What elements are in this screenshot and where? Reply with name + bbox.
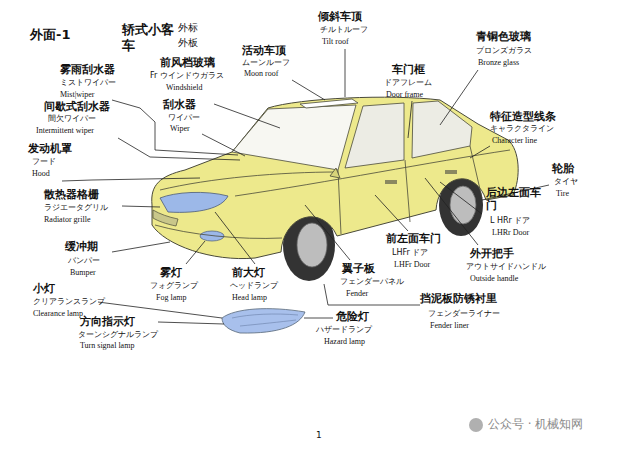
- part-name-en: Outside handle: [470, 274, 518, 284]
- part-name: 散热器格栅: [44, 188, 99, 201]
- part-name-ja: LHFr ドア: [392, 248, 428, 258]
- part-name: 外开把手: [470, 247, 514, 260]
- part-name-ja: フォグランプ: [150, 281, 198, 291]
- part-name: 活动车顶: [242, 44, 286, 57]
- part-name-en: Fender: [346, 289, 368, 299]
- part-name-ja: ミストワイパー: [60, 78, 116, 88]
- part-name: 前大灯: [232, 266, 265, 279]
- part-name-ja: チルトルーフ: [320, 25, 368, 35]
- part-name-en: Moon roof: [244, 69, 278, 79]
- part-name-en: Head lamp: [232, 293, 267, 303]
- rear-window: [412, 101, 472, 158]
- part-name-ja: ヘッドランプ: [230, 281, 278, 291]
- part-name-ja: フェンダーパネル: [340, 277, 404, 287]
- lamp-illustration: [222, 309, 305, 333]
- part-name: 小灯: [33, 282, 55, 295]
- part-name-en: Hood: [32, 169, 50, 179]
- car-body: [152, 97, 518, 258]
- part-name: 倾斜车顶: [318, 10, 362, 23]
- leader-lines: [62, 49, 549, 324]
- part-name-en: Character line: [492, 136, 537, 146]
- part-name: 车门框: [392, 63, 425, 76]
- headlight: [160, 192, 228, 212]
- part-name-ja: ブロンズガラス: [476, 46, 532, 56]
- part-name-ja: ドアフレーム: [384, 78, 432, 88]
- front-window: [345, 103, 404, 168]
- part-name-en: Bumper: [70, 268, 96, 278]
- part-name-en: LHRr Door: [492, 228, 529, 238]
- part-name-ja: タイヤ: [554, 177, 578, 187]
- part-name-en: Turn signal lamp: [80, 341, 134, 351]
- part-name-en: Clearance lamp: [33, 309, 83, 319]
- part-name-en: Tire: [556, 189, 569, 199]
- part-name: 危险灯: [336, 310, 369, 323]
- part-name-en: Fender liner: [430, 321, 469, 331]
- part-name-en: Fog lamp: [156, 293, 186, 303]
- part-name: 间歇式刮水器: [44, 100, 110, 113]
- part-name: 发动机罩: [28, 142, 72, 155]
- lamp-detail: [232, 314, 298, 326]
- part-name-ja: Fr ウインドウガラス: [150, 71, 224, 81]
- part-name-en: Tilt roof: [322, 37, 349, 47]
- part-name-en: Mist|wiper: [60, 90, 95, 100]
- part-name: 挡泥板防锈衬里: [420, 292, 497, 305]
- part-name: 刮水器: [163, 98, 196, 111]
- page-number: 1: [316, 430, 322, 441]
- page-title: 外面-1: [30, 27, 70, 43]
- part-name: 外板: [178, 37, 198, 49]
- part-name-ja: バンパー: [68, 256, 100, 266]
- part-name-ja: ワイパー: [168, 113, 200, 123]
- part-name: 前风档玻璃: [160, 56, 215, 69]
- vehicle-type: 轿式小客车: [122, 22, 180, 53]
- part-name: 特征造型线条: [490, 110, 556, 123]
- part-name-ja: L HRr ドア: [490, 216, 530, 226]
- part-name-ja: アウトサイドハンドル: [466, 262, 546, 272]
- part-name: 雾雨刮水器: [60, 63, 115, 76]
- part-name: 雾灯: [160, 266, 182, 279]
- part-name-en: Hazard lamp: [324, 337, 365, 347]
- part-name-ja: ハザードランプ: [316, 325, 372, 335]
- part-name-en: Intermittent wiper: [36, 126, 94, 136]
- part-name-ja: ムーンルーフ: [242, 58, 290, 68]
- part-name-ja: ターンシグナルランプ: [78, 330, 158, 340]
- part-name: 轮胎: [552, 162, 574, 175]
- part-name-ja: クリアランスランプ: [33, 297, 105, 307]
- part-name: 青铜色玻璃: [476, 30, 531, 43]
- part-name-ja: 間欠ワイパー: [48, 114, 96, 124]
- fog-lamp: [200, 231, 224, 241]
- part-name-en: Windshield: [166, 83, 203, 93]
- watermark-icon: [469, 418, 483, 432]
- part-name: 后边左面车门: [486, 186, 548, 212]
- windshield: [232, 105, 356, 170]
- part-name-ja: キャラクタライン: [490, 124, 554, 134]
- moon-roof: [300, 99, 358, 108]
- door-handle: [445, 170, 457, 174]
- part-name-en: Radiator grille: [44, 215, 90, 225]
- grille: [153, 210, 178, 226]
- body-lines: [155, 146, 510, 238]
- part-name: 翼子板: [342, 262, 375, 275]
- part-name-en: LHFr Door: [394, 260, 430, 270]
- part-name-ja: ラジエータグリル: [44, 203, 108, 213]
- part-name: 方向指示灯: [80, 315, 135, 328]
- part-name-ja: フード: [32, 157, 56, 167]
- part-name: 外标: [178, 22, 198, 34]
- part-name-en: Wiper: [170, 124, 190, 134]
- part-name-ja: フェンダーライナー: [428, 309, 500, 319]
- door-handle: [385, 180, 397, 184]
- watermark: 公众号 · 机械知网: [488, 417, 583, 431]
- part-name-en: Bronze glass: [478, 58, 519, 68]
- part-name: 缓冲期: [65, 240, 98, 253]
- part-name: 前左面车门: [386, 232, 441, 245]
- part-name-en: Door frame: [386, 90, 423, 100]
